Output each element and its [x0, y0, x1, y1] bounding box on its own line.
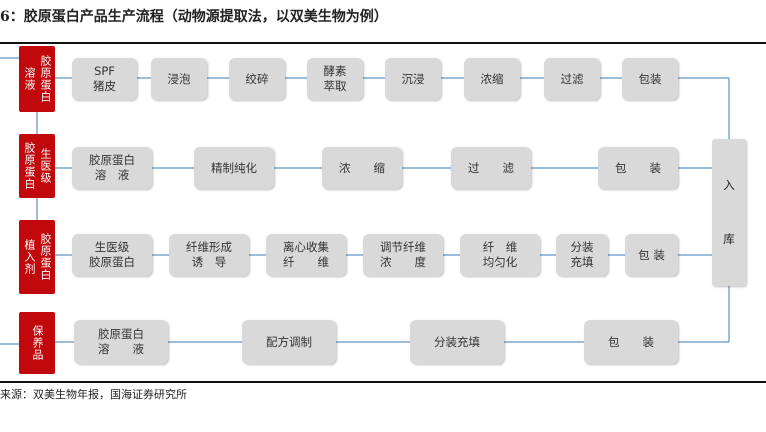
step-package-4: 包 装 — [584, 320, 678, 364]
step-soak: 浸泡 — [151, 58, 207, 100]
step-collagen-solution-2: 胶原蛋白 溶 液 — [74, 320, 168, 364]
step-filter-2: 过 滤 — [451, 147, 531, 189]
step-package-2: 包 装 — [598, 147, 678, 189]
step-concentrate-2: 浓 缩 — [322, 147, 402, 189]
step-fiber-formation: 纤维形成 诱 导 — [169, 234, 249, 276]
step-adjust-concentration: 调节纤维 浓 度 — [363, 234, 443, 276]
category-col: 植入剂 — [23, 239, 36, 275]
step-formulate: 配方调制 — [242, 320, 336, 364]
category-implant: 植入剂 胶原蛋白 — [19, 220, 55, 294]
figure-title: 6：胶原蛋白产品生产流程（动物源提取法，以双美生物为例） — [0, 9, 388, 25]
bottom-rule — [0, 381, 766, 383]
step-concentrate: 浓缩 — [464, 58, 520, 100]
storage-box: 入 库 — [712, 139, 746, 286]
source-note: 来源：双美生物年报，国海证券研究所 — [0, 388, 187, 401]
step-package-3: 包 装 — [625, 234, 678, 276]
step-spf-pigskin: SPF 猪皮 — [72, 58, 137, 100]
step-medical-collagen: 生医级 胶原蛋白 — [72, 234, 152, 276]
category-medical-collagen: 胶原蛋白 生医级 — [19, 134, 55, 198]
step-filter: 过滤 — [544, 58, 600, 100]
category-col: 胶原蛋白 — [23, 142, 36, 190]
step-refine-purify: 精制纯化 — [194, 147, 274, 189]
category-col: 生医级 — [39, 148, 52, 184]
step-fill: 分装 充填 — [556, 234, 608, 276]
storage-char: 入 — [723, 178, 735, 192]
step-collagen-solution: 胶原蛋白 溶 液 — [72, 147, 152, 189]
category-col: 胶原蛋白 — [39, 233, 52, 281]
category-col: 保养品 — [31, 325, 44, 361]
step-package: 包装 — [622, 58, 678, 100]
top-rule — [0, 42, 766, 44]
step-fiber-homogenize: 纤 维 均匀化 — [460, 234, 540, 276]
step-fill-2: 分装充填 — [410, 320, 504, 364]
step-precipitate: 沉浸 — [385, 58, 441, 100]
step-centrifuge-fiber: 离心收集 纤 维 — [266, 234, 346, 276]
category-col: 溶液 — [23, 67, 36, 91]
step-mince: 绞碎 — [229, 58, 285, 100]
category-col: 胶原蛋白 — [39, 55, 52, 103]
step-enzyme-extract: 酵素 萃取 — [307, 58, 363, 100]
category-skincare: 保养品 — [19, 312, 55, 374]
category-collagen-solution: 溶液 胶原蛋白 — [19, 46, 55, 112]
storage-char: 库 — [723, 232, 735, 246]
